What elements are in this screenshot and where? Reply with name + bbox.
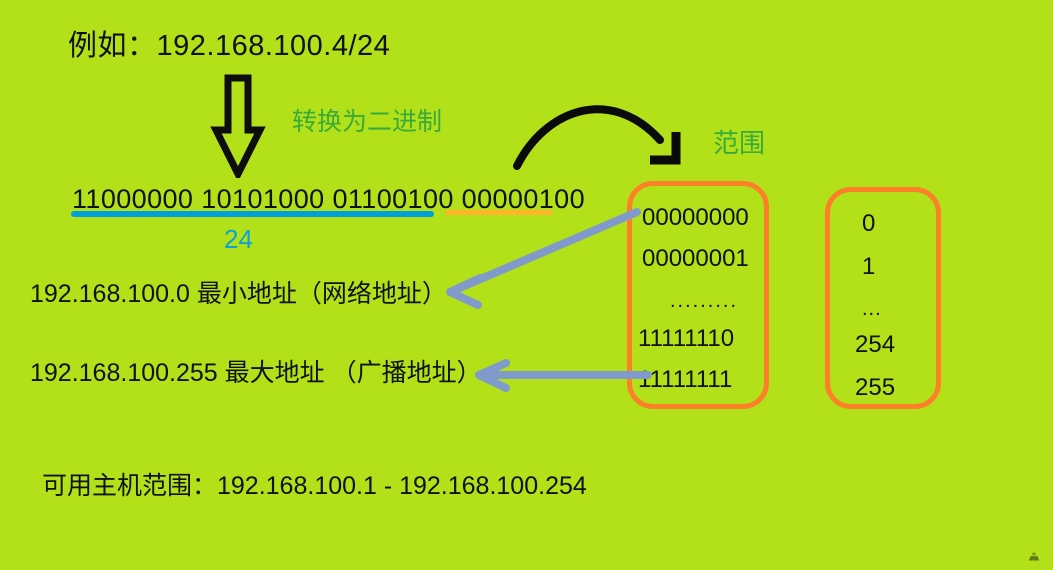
left-arrow-diagonal-icon [446,208,641,309]
example-line: 例如：192.168.100.4/24 [68,30,391,62]
decimal-range-item: 255 [855,374,896,401]
host-portion-underline [445,210,553,215]
broadcast-address-row: 192.168.100.255 最大地址 （广播地址） [30,359,482,387]
decimal-range-item: 254 [855,331,896,358]
binary-range-item: 00000000 [642,204,749,231]
down-arrow-outline-icon [210,74,266,178]
decimal-range-box: 0 1 ... 254 255 [825,187,941,409]
binary-range-box: 00000000 00000001 ......... 11111110 111… [627,181,769,409]
usable-host-range-row: 可用主机范围：192.168.100.1 - 192.168.100.254 [42,472,587,500]
decimal-range-item: 0 [862,210,876,237]
binary-range-ellipsis: ......... [670,290,739,312]
binary-range-item: 11111110 [638,325,735,352]
range-label: 范围 [713,128,766,158]
decimal-range-item: 1 [862,253,876,280]
curved-arrow-icon [513,105,681,170]
network-address-row: 192.168.100.0 最小地址（网络地址） [30,280,447,308]
binary-representation: 11000000 10101000 01100100 00000100 [72,184,586,214]
binary-range-item: 00000001 [642,245,749,272]
binary-range-list: 00000000 00000001 ......... 11111110 111… [632,186,764,404]
decimal-range-ellipsis: ... [862,298,882,320]
left-arrow-horizontal-icon [475,359,652,392]
binary-range-item: 11111111 [638,366,733,393]
convert-to-binary-label: 转换为二进制 [292,108,443,136]
decimal-range-list: 0 1 ... 254 255 [830,192,936,404]
prefix-length-label: 24 [224,224,253,254]
network-portion-underline [71,211,434,217]
watermark-icon [1028,552,1040,561]
